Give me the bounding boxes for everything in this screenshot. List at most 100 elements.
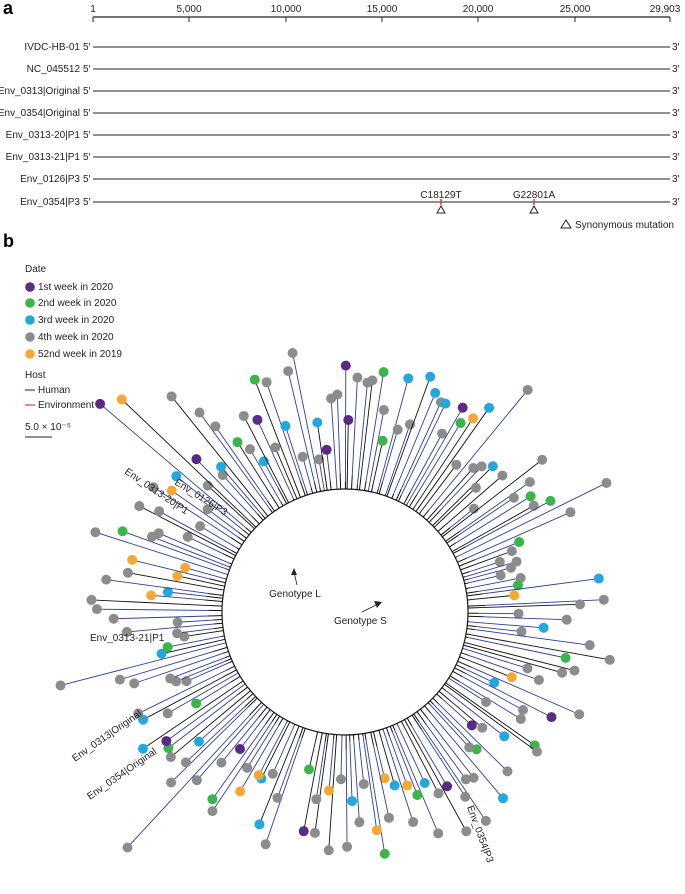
tree-branch: [428, 389, 529, 511]
tree-branch: [265, 737, 303, 845]
tree-tip: [249, 374, 260, 385]
tree-tip: [487, 461, 498, 472]
tree-tip: [494, 556, 505, 567]
tree-branch: [404, 719, 410, 728]
tree-tip: [148, 482, 159, 493]
tree-tip: [506, 672, 517, 683]
tree-branch: [158, 510, 232, 551]
tree-tip: [297, 451, 308, 462]
tree-tip: [457, 402, 468, 413]
tree-branch: [265, 512, 269, 517]
tree-branch: [329, 480, 332, 490]
tree-tip: [481, 696, 492, 707]
tree-branch: [455, 556, 458, 559]
tree-branch: [176, 661, 225, 682]
genotype-s-arrow: [361, 603, 379, 613]
tree-branch: [222, 638, 226, 641]
tree-branch: [467, 604, 486, 607]
tree-branch: [316, 422, 326, 474]
tree-branch: [305, 490, 309, 495]
host-legend-title: Host: [25, 370, 46, 381]
tree-branch: [91, 599, 210, 606]
tree-tip: [191, 775, 202, 786]
five-prime-label: 5′: [83, 64, 91, 75]
genome-row: Env_0354|P3 5′ 3′: [20, 197, 679, 208]
tree-branch: [459, 656, 465, 659]
genotype-l-label: Genotype L: [269, 589, 321, 600]
legend-dot: [25, 315, 35, 325]
tree-tip: [437, 428, 448, 439]
tree-tip: [508, 492, 519, 503]
tree-branch: [239, 725, 280, 792]
tree-branch: [280, 502, 284, 507]
tree-tip: [371, 825, 382, 836]
tree-branch: [293, 481, 301, 498]
tree-branch: [356, 382, 368, 485]
tree-branch: [396, 723, 426, 784]
tree-branch: [336, 394, 341, 473]
tree-tip: [506, 546, 517, 557]
date-legend-item: 4th week in 2020: [38, 332, 114, 343]
tree-tip: [522, 663, 533, 674]
synonymous-triangle-icon: [436, 204, 446, 214]
tree-branch: [403, 491, 411, 505]
tree-tip: [537, 454, 548, 465]
tree-tip: [516, 626, 527, 637]
tree-branch: [418, 721, 487, 822]
tree-branch: [272, 725, 295, 774]
tree-branch: [418, 510, 422, 515]
tree-tip: [180, 757, 191, 768]
tree-tip: [489, 677, 500, 688]
tree-tip: [311, 794, 322, 805]
tree-tip: [146, 590, 157, 601]
tree-tip: [253, 770, 264, 781]
tree-branch: [127, 572, 223, 591]
tree-tip: [425, 371, 436, 382]
tree-branch: [422, 509, 430, 518]
tree-tip: [235, 786, 246, 797]
tree-branch: [457, 660, 473, 668]
tree-branch: [60, 642, 226, 686]
tree-tip: [252, 414, 263, 425]
tree-branch: [187, 536, 223, 554]
tree-tip: [408, 817, 419, 828]
host-legend-item: Environment: [38, 400, 94, 411]
tree-branch: [445, 487, 477, 517]
tree-branch: [226, 665, 235, 671]
synonymous-triangle-icon: [529, 204, 539, 214]
tree-branch: [95, 531, 228, 575]
tree-branch: [376, 746, 385, 779]
tree-branch: [328, 742, 337, 851]
tree-branch: [339, 472, 342, 490]
tree-tip: [86, 594, 97, 605]
tree-tip: [171, 471, 182, 482]
tree-branch: [462, 576, 466, 578]
host-legend-item: Human: [38, 385, 70, 396]
tree-branch: [293, 725, 300, 738]
tree-tip: [524, 477, 535, 488]
tree-branch: [186, 662, 229, 682]
tree-tip: [352, 372, 363, 383]
tree-tip: [156, 648, 167, 659]
tree-branch: [372, 440, 384, 484]
five-prime-label: 5′: [83, 197, 91, 208]
tree-tip: [323, 785, 334, 796]
tree-tip: [114, 674, 125, 685]
tree-branch: [127, 714, 251, 848]
tree-branch: [168, 694, 238, 749]
tree-branch: [463, 648, 528, 669]
tree-tip: [261, 377, 272, 388]
tree-tip: [216, 461, 227, 472]
tree-branch: [213, 622, 223, 625]
tree-branch: [416, 711, 427, 725]
tree-tip: [430, 387, 441, 398]
tree-branch: [438, 465, 494, 520]
tree-branch: [426, 506, 439, 521]
tree-tip: [91, 604, 102, 615]
tree-branch: [465, 587, 470, 590]
tree-branch: [452, 546, 467, 554]
tree-branch: [196, 458, 252, 517]
tree-branch: [196, 704, 264, 781]
tree-tip: [379, 848, 390, 859]
tree-branch: [269, 508, 273, 513]
